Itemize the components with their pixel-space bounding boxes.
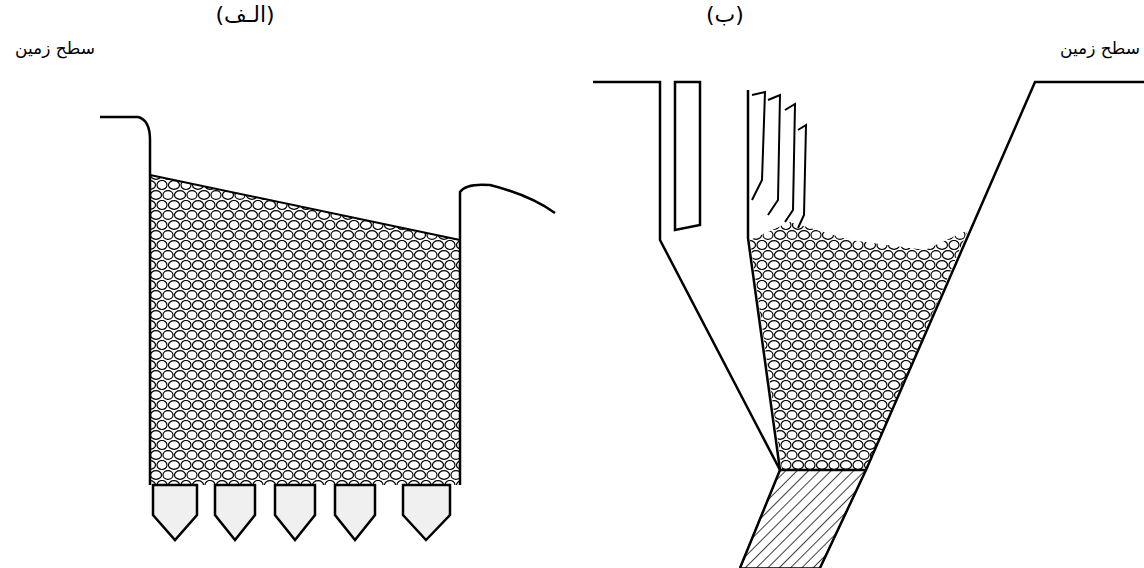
dump-plates xyxy=(752,92,806,228)
bin-left-wall xyxy=(100,117,150,485)
bin-right-wall xyxy=(820,82,1144,568)
panel-label: (الـف) xyxy=(216,2,275,27)
panel-label: (ب) xyxy=(706,2,744,27)
discharge-chutes xyxy=(153,485,450,540)
ground-surface-label: سطح زمین xyxy=(15,38,95,58)
ground-surface-label: سطح زمین xyxy=(1060,38,1140,58)
bin-right-wall xyxy=(460,185,555,485)
ore-surface xyxy=(150,175,460,240)
shaft-left-wall xyxy=(593,82,780,568)
ore-fill xyxy=(150,175,460,485)
ore-fill xyxy=(750,222,968,470)
inclined-partition xyxy=(748,90,866,470)
skip-compartment xyxy=(675,82,700,230)
